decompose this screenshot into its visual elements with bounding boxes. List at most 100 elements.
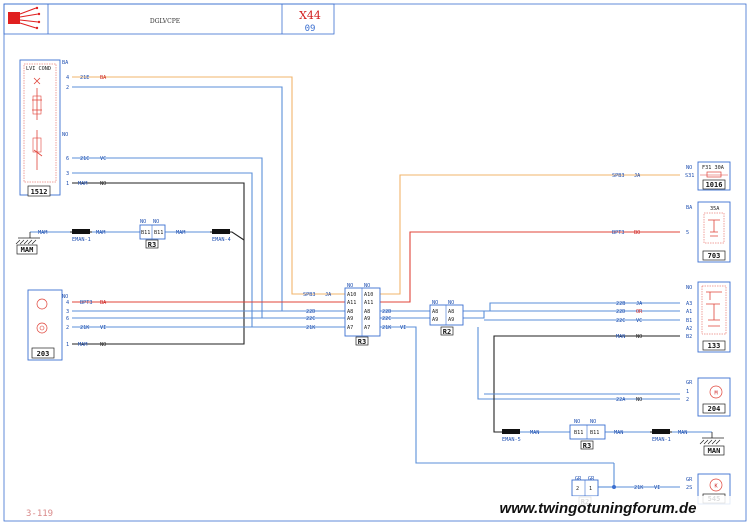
pin-label: B2 (686, 334, 692, 340)
component-204: M 204 GR 1 2 (686, 377, 731, 417)
wire-color: BO (634, 230, 640, 236)
pin-label: NO (686, 285, 692, 291)
component-703-label: 35A (710, 206, 720, 212)
wire-label: 21K (306, 325, 316, 331)
wire-label: MAN (678, 430, 687, 436)
wire-label: 22D (306, 309, 315, 315)
wire-label: MAM (96, 230, 105, 236)
pin-label: A1 (686, 309, 692, 315)
pin-label: A3 (686, 301, 692, 307)
wire-label: SPB3 (612, 173, 625, 179)
pin-label: A2 (686, 326, 692, 332)
pin-label: 1 (686, 389, 689, 395)
component-1016-label: F31 30A (702, 165, 725, 171)
wire-label: 22D (616, 309, 625, 315)
relay-coil-icon (32, 77, 43, 170)
pin-label: 2 (66, 325, 69, 331)
wire-label: 21E (80, 75, 89, 81)
ground-mam: MAM (15, 232, 40, 255)
wire-label: 22C (306, 316, 315, 322)
wire-color: VI (400, 325, 406, 331)
ground-man-number: MAN (708, 447, 721, 455)
relay-icon (703, 212, 725, 244)
pin-label: NO (364, 283, 370, 289)
pin-label: NO (62, 294, 68, 300)
relay-switch-icon (701, 285, 727, 335)
wire-color: VI (100, 325, 106, 331)
pin-label: B11 (574, 430, 583, 436)
wire-label: MAM (78, 342, 87, 348)
component-703-number: 703 (708, 252, 721, 260)
pin-label: A10 (364, 292, 373, 298)
pin-label: A8 (432, 309, 438, 315)
diagram-frame (3, 3, 747, 522)
wire-label: 22D (382, 309, 391, 315)
wire-label: MAN (530, 430, 539, 436)
component-1512-number: 1512 (31, 188, 48, 196)
wire-label: MAM (38, 230, 47, 236)
title-block: DGLVCPE X44 09 (3, 3, 335, 35)
component-1016: F31 30A 1016 NO S31 (685, 161, 731, 191)
ground-man: MAN (699, 432, 725, 456)
motor-icon: M (709, 385, 723, 399)
wires (30, 76, 712, 489)
pin-label: A11 (347, 300, 356, 306)
pin-label: S31 (685, 173, 694, 179)
diagram-code: X44 (299, 9, 321, 22)
pin-label: BA (62, 60, 69, 66)
wire-color: NO (636, 397, 642, 403)
wire-color: VC (636, 318, 642, 324)
pin-label: A9 (347, 316, 353, 322)
pin-label: A8 (448, 309, 454, 315)
pin-label: A7 (364, 325, 370, 331)
wire-label: EMAN-4 (212, 237, 231, 243)
pin-label: 4 (66, 300, 69, 306)
connector-r3-bottom: NO NO B11 B11 R3 (569, 419, 606, 450)
pin-label: A8 (347, 309, 353, 315)
component-203-number: 203 (37, 350, 50, 358)
wire-label: EMAN-5 (502, 437, 521, 443)
component-204-number: 204 (708, 405, 721, 413)
pin-label: GR (575, 476, 582, 482)
wire-label: 22C (382, 316, 391, 322)
wire-label: 21K (634, 485, 644, 491)
wire-color: JA (636, 301, 643, 307)
pin-label: NO (590, 419, 596, 425)
wire-label: EMAN-1 (72, 237, 91, 243)
svg-text:K: K (714, 484, 718, 490)
pin-label: NO (448, 300, 454, 306)
wire-color: OR (636, 309, 643, 315)
pin-label: 4 (66, 75, 69, 81)
pin-label: 2 (576, 486, 579, 492)
wire-color: BA (100, 300, 107, 306)
fuse-icon (700, 171, 728, 178)
pin-label: NO (153, 219, 159, 225)
component-133-number: 133 (708, 342, 721, 350)
connector-tag: R3 (583, 442, 591, 450)
motor-icon (36, 298, 48, 334)
connector-r2: NO NO A8 A9 A8 A9 R2 (429, 300, 464, 336)
pin-label: 6 (66, 316, 69, 322)
pin-label: 2S (686, 485, 692, 491)
connector-logo-icon (8, 6, 41, 30)
pin-label: B1 (686, 318, 692, 324)
ground-mam-number: MAM (21, 246, 34, 254)
pin-label: A8 (364, 309, 370, 315)
component-133: 133 NO A3 A1 B1 A2 B2 (686, 281, 731, 353)
pin-label: NO (686, 165, 692, 171)
pin-label: B11 (154, 230, 163, 236)
component-203: 203 NO 4 3 6 2 1 (27, 289, 69, 361)
wire-label: 22C (616, 318, 625, 324)
pin-label: A9 (432, 317, 438, 323)
pin-label: NO (62, 132, 68, 138)
connector-tag: R3 (148, 241, 156, 249)
wire-color: NO (100, 342, 106, 348)
wire-label: MAN (614, 430, 623, 436)
wire-label: SPB3 (303, 292, 316, 298)
wire-label: BPT3 (612, 230, 625, 236)
pin-label: 3 (66, 309, 69, 315)
diagram-sheet: 09 (305, 24, 316, 34)
watermark-text: www.twingotuningforum.de (500, 500, 697, 517)
pin-label: A9 (448, 317, 454, 323)
pin-label: NO (140, 219, 146, 225)
